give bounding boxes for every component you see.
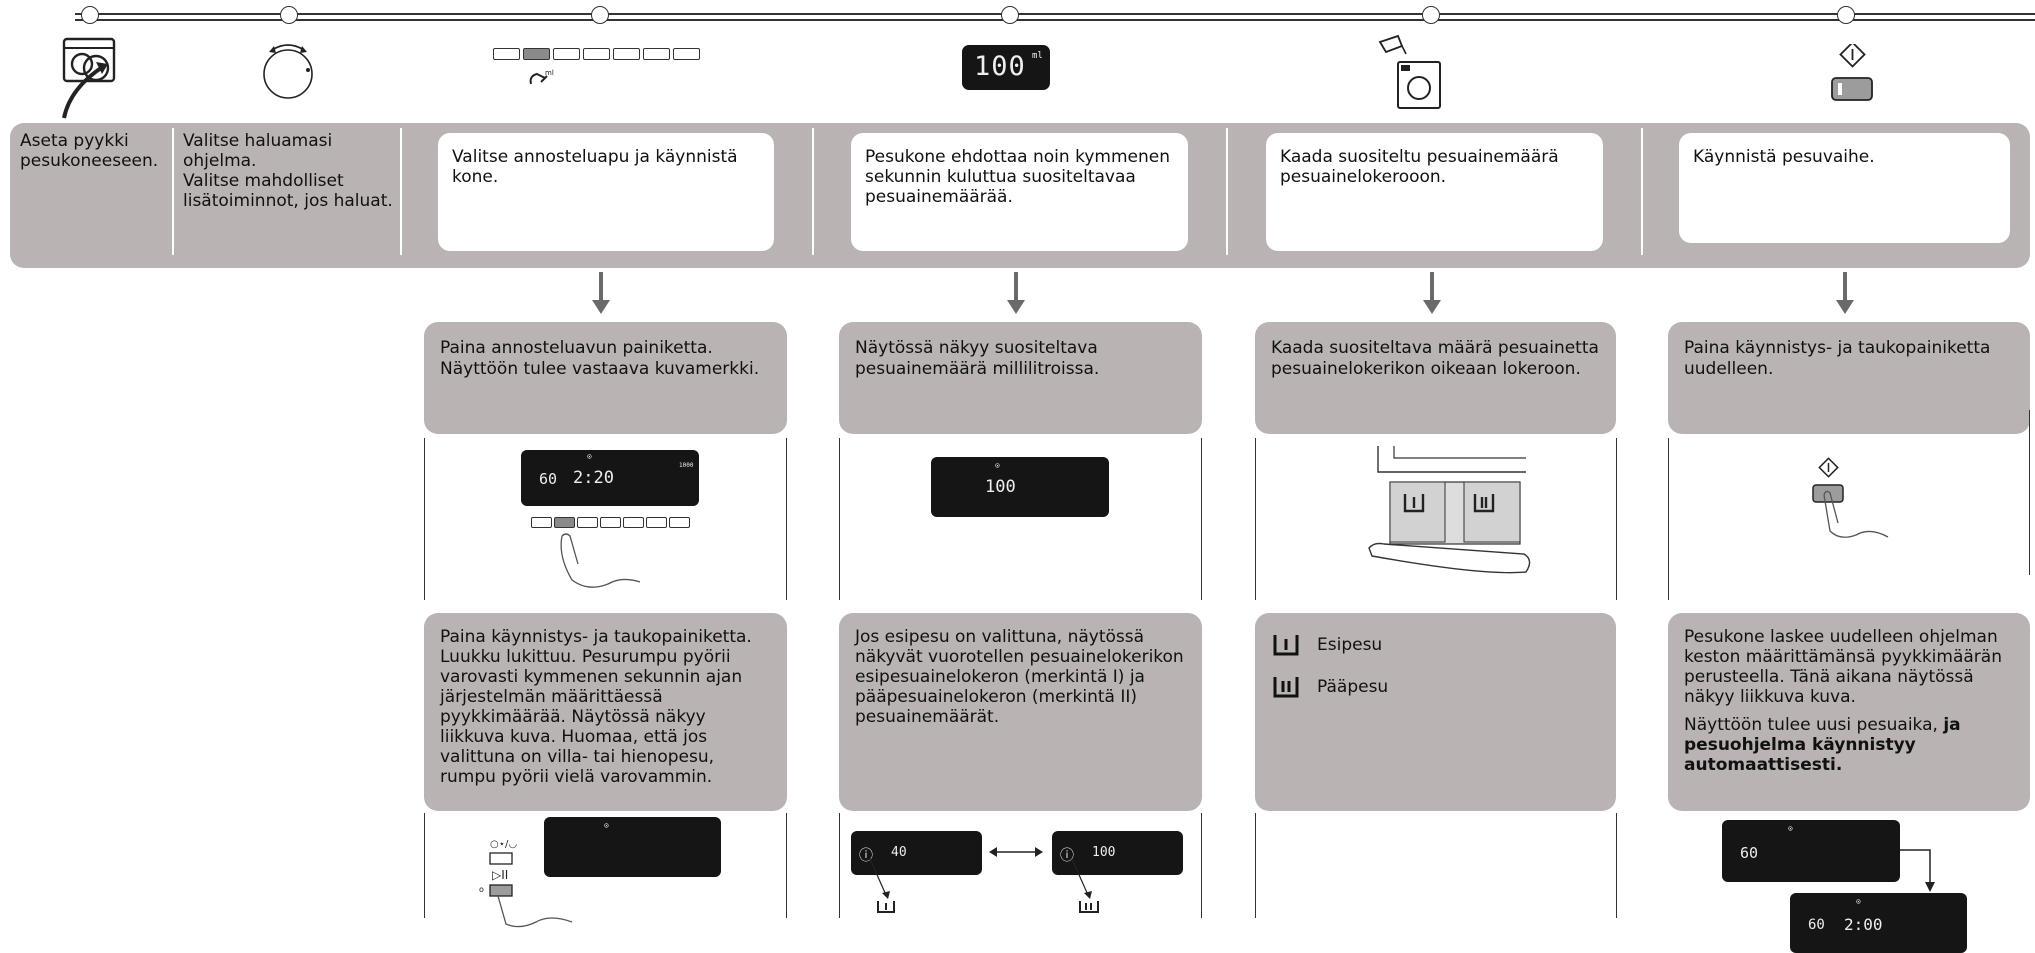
frame-line bbox=[2029, 410, 2031, 575]
display-panel-3: ⊙ bbox=[544, 817, 721, 877]
step-6-text: Käynnistä pesuvaihe. bbox=[1693, 147, 1875, 167]
detergent-pour-icon bbox=[1378, 34, 1441, 109]
dosing-buttons bbox=[531, 517, 690, 528]
prewash-indicator: ⓘ bbox=[859, 848, 873, 864]
detergent-dose-icon: ml bbox=[529, 69, 554, 85]
program-dial-icon bbox=[263, 44, 313, 99]
detail-bottom-card-2: Jos esipesu on valittuna, näytössä näkyv… bbox=[839, 613, 1202, 811]
prewash-compartment-icon bbox=[1403, 494, 1425, 513]
display-time: 2:00 bbox=[1844, 915, 1883, 934]
svg-text:ml: ml bbox=[545, 69, 554, 77]
frame-line bbox=[424, 438, 426, 600]
prewash-pointer-icon bbox=[869, 858, 895, 913]
detail-bottom-card-1: Paina käynnistys- ja taukopainiketta. Lu… bbox=[424, 613, 787, 811]
step-5-text: Kaada suositeltu pesuainemäärä pesuainel… bbox=[1280, 147, 1559, 187]
display-temp: 60 bbox=[1808, 917, 1825, 933]
mainwash-pointer-icon bbox=[1071, 858, 1099, 913]
start-pause-buttons-icon: ○⋆/◡ ▷II o bbox=[479, 839, 573, 928]
step-4-card: Pesukone ehdottaa noin kymmenen sekunnin… bbox=[851, 133, 1188, 251]
lcd-display-icon: 100 ml bbox=[962, 45, 1050, 90]
lcd-unit: ml bbox=[1032, 51, 1043, 61]
lcd-value: 100 bbox=[974, 51, 1026, 82]
frame-line bbox=[1616, 438, 1618, 600]
timer-icon: ⊙ bbox=[604, 821, 609, 830]
display-ml-value: 100 bbox=[985, 477, 1016, 497]
step-divider bbox=[812, 128, 814, 255]
display-rpm: 1000 bbox=[679, 462, 694, 469]
step-1-text: Aseta pyykki pesukoneeseen. bbox=[20, 131, 159, 171]
start-pause-icon bbox=[1831, 44, 1873, 101]
timer-icon: ⊙ bbox=[587, 452, 592, 461]
legend-mainwash: Pääpesu bbox=[1271, 675, 1600, 699]
svg-text:o: o bbox=[479, 885, 484, 894]
frame-line bbox=[1668, 438, 1670, 600]
timeline-node-2 bbox=[280, 6, 298, 24]
laundry-loading-icon bbox=[62, 37, 116, 119]
step-3-text: Valitse annosteluapu ja käynnistä kone. bbox=[452, 147, 738, 187]
timeline-node-1 bbox=[81, 6, 99, 24]
step-divider bbox=[400, 128, 402, 255]
step-3-card: Valitse annosteluapu ja käynnistä kone. bbox=[438, 133, 774, 251]
detail-card-3: Kaada suositeltava määrä pesuainetta pes… bbox=[1255, 322, 1616, 434]
timeline-node-4 bbox=[1001, 6, 1019, 24]
step-divider bbox=[172, 128, 174, 255]
display-panel-1: 60 2:20 1000 ⊙ bbox=[521, 450, 699, 506]
frame-line bbox=[839, 438, 841, 600]
detail-card-2: Näytössä näkyy suositeltava pesuainemäär… bbox=[839, 322, 1202, 434]
step-4-text: Pesukone ehdottaa noin kymmenen sekunnin… bbox=[865, 147, 1170, 207]
pointing-hand-icon bbox=[560, 533, 641, 588]
frame-line bbox=[786, 438, 788, 600]
frame-line bbox=[839, 813, 841, 918]
update-arrow-icon bbox=[1900, 849, 1935, 892]
timeline-node-5 bbox=[1422, 6, 1440, 24]
prewash-value: 40 bbox=[891, 845, 907, 860]
frame-line bbox=[786, 813, 788, 918]
mainwash-legend-icon bbox=[1273, 677, 1299, 698]
frame-line bbox=[1201, 438, 1203, 600]
step-divider bbox=[1226, 128, 1228, 255]
timeline-node-3 bbox=[591, 6, 609, 24]
display-temp: 60 bbox=[1740, 844, 1759, 862]
legend-prewash: Esipesu bbox=[1271, 633, 1600, 657]
detail-card-1: Paina annosteluavun painiketta. Näyttöön… bbox=[424, 322, 787, 434]
display-mainwash: ⓘ 100 bbox=[1052, 831, 1183, 875]
step-6-card: Käynnistä pesuvaihe. bbox=[1679, 133, 2010, 243]
prewash-legend-icon bbox=[1273, 635, 1299, 656]
step-divider bbox=[1641, 128, 1643, 255]
timeline-line bbox=[75, 13, 2035, 15]
dosing-buttons-icon bbox=[493, 48, 700, 60]
display-time: 2:20 bbox=[573, 468, 614, 488]
timeline-node-6 bbox=[1837, 6, 1855, 24]
frame-line bbox=[1616, 813, 1618, 918]
svg-text:▷II: ▷II bbox=[492, 868, 508, 882]
frame-line bbox=[1255, 438, 1257, 600]
frame-line bbox=[1255, 813, 1257, 918]
detail-card-4: Paina käynnistys- ja taukopainiketta uud… bbox=[1668, 322, 2030, 434]
display-prewash: ⓘ 40 bbox=[851, 831, 982, 875]
detergent-drawer-icon bbox=[1368, 446, 1531, 574]
detail-bottom-card-4: Pesukone laskee uudelleen ohjelman kesto… bbox=[1668, 613, 2030, 811]
display-before: 60 ⊙ bbox=[1722, 820, 1900, 882]
timer-icon: ⊙ bbox=[1788, 824, 1793, 833]
swap-arrow-icon bbox=[989, 847, 1043, 857]
mainwash-value: 100 bbox=[1092, 845, 1116, 860]
timer-icon: ⊙ bbox=[1856, 897, 1861, 906]
frame-line bbox=[424, 813, 426, 918]
svg-text:○⋆/◡: ○⋆/◡ bbox=[490, 839, 517, 850]
start-pause-press-icon bbox=[1812, 457, 1889, 538]
mainwash-indicator: ⓘ bbox=[1060, 848, 1074, 864]
detail-bottom-card-3: Esipesu Pääpesu bbox=[1255, 613, 1616, 811]
mainwash-compartment-icon bbox=[1473, 494, 1495, 513]
step-2-text: Valitse haluamasi ohjelma. Valitse mahdo… bbox=[183, 131, 393, 211]
display-panel-2: 100 ⊙ bbox=[931, 457, 1109, 517]
timeline-line-lower bbox=[75, 19, 2035, 21]
frame-line bbox=[1201, 813, 1203, 918]
step-5-card: Kaada suositeltu pesuainemäärä pesuainel… bbox=[1266, 133, 1603, 251]
timer-icon: ⊙ bbox=[995, 461, 1000, 470]
display-after: 60 2:00 ⊙ bbox=[1790, 893, 1967, 953]
display-temp: 60 bbox=[539, 470, 558, 488]
